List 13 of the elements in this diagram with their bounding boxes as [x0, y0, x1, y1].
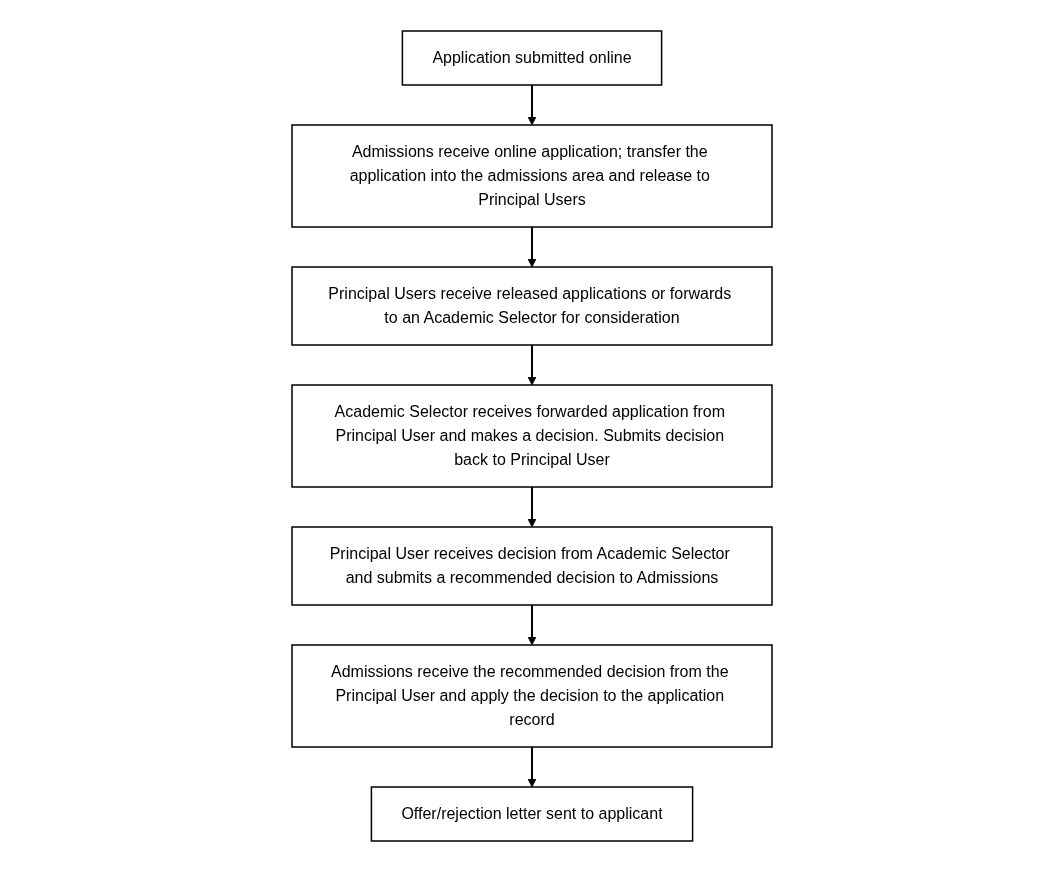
arrow	[527, 745, 537, 787]
arrow	[527, 603, 537, 645]
node-box: Admissions receive the recommended decision from the Principal User and apply the decision to the application record	[291, 643, 773, 748]
node-box: Principal User receives decision from Academic Selector and submits a recommended decision to Admissions	[291, 525, 773, 606]
node-box: Principal Users receive released applications or forwards to an Academic Selector for consideration	[291, 265, 773, 346]
arrow	[527, 485, 537, 527]
arrow	[527, 83, 537, 125]
node-box: Admissions receive online application; transfer the application into the admissions area and release to Principal Users	[291, 123, 773, 228]
node-box: Offer/rejection letter sent to applicant	[370, 785, 694, 842]
arrow	[527, 343, 537, 385]
node-box: Academic Selector receives forwarded application from Principal User and makes a decision. Submits decision back to Principal User	[291, 383, 773, 488]
node-box: Application submitted online	[401, 29, 663, 86]
arrow	[527, 225, 537, 267]
